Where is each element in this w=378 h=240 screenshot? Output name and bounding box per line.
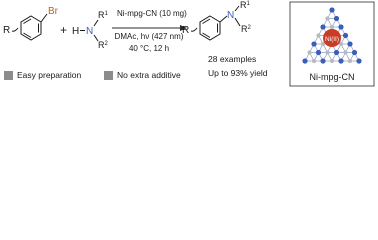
condition-temp-time: 40 °C, 12 h xyxy=(128,44,170,53)
bromine-label: Br xyxy=(48,6,59,17)
product-n-r1-bond xyxy=(234,5,240,12)
n-r1-bond xyxy=(93,19,99,27)
product-r2-label: R2 xyxy=(241,24,252,34)
feature-square-icon xyxy=(4,70,13,80)
amine-r2-label: R2 xyxy=(98,40,109,50)
c-n-bond xyxy=(219,15,228,23)
lattice-atom xyxy=(338,41,344,47)
ni-center-label: Ni(II) xyxy=(325,36,339,43)
amine-n-label: N xyxy=(86,26,93,37)
lattice-atom xyxy=(315,49,322,56)
lattice-atom xyxy=(311,58,317,64)
lattice-atom xyxy=(329,24,335,30)
product-n-r2-bond xyxy=(234,17,241,27)
lattice-atom xyxy=(356,58,362,64)
reaction-scheme: Br R + H N R1 R2 R N R1 R2 Ni(II) xyxy=(3,0,375,87)
product-n-label: N xyxy=(227,10,234,21)
n-r2-bond xyxy=(93,34,99,42)
lattice-atom xyxy=(342,32,349,39)
condition-solvent-light: DMAc, hν (427 nm) xyxy=(114,32,184,41)
catalyst-caption: Ni-mpg-CN xyxy=(309,72,355,82)
amine-h-label: H xyxy=(72,26,79,37)
lattice-atom xyxy=(320,24,326,30)
result-yield: Up to 93% yield xyxy=(208,68,268,78)
feature-label: No extra additive xyxy=(117,70,181,80)
lattice-atom xyxy=(307,50,312,55)
lattice-atom xyxy=(347,58,353,64)
product-structure xyxy=(190,5,241,41)
lattice-atom xyxy=(320,58,326,64)
substituent-bond xyxy=(11,27,19,32)
lattice-atom xyxy=(320,41,326,47)
lattice-atom xyxy=(302,58,308,64)
feature-square-icon xyxy=(104,70,113,80)
lattice-atom xyxy=(325,16,330,21)
lattice-atom xyxy=(347,41,353,47)
lattice-atom xyxy=(333,15,340,22)
lattice-atom xyxy=(338,58,344,64)
lattice-atom xyxy=(316,33,321,38)
aryl-substituent-label: R xyxy=(3,25,10,36)
product-substituent-label: R xyxy=(182,25,189,36)
lattice-atom xyxy=(343,50,348,55)
lattice-atom xyxy=(329,7,335,13)
lattice-atom xyxy=(351,49,358,56)
aryl-bromide-structure xyxy=(11,13,48,41)
lattice-atom xyxy=(329,58,335,64)
lattice-atom xyxy=(338,24,344,30)
lattice-atom xyxy=(311,41,317,47)
arrow-head-icon xyxy=(180,25,187,31)
c-br-bond xyxy=(40,13,48,23)
lattice-atom xyxy=(325,50,330,55)
ni-center xyxy=(323,29,341,47)
feature-label: Easy preparation xyxy=(17,70,82,80)
condition-catalyst: Ni-mpg-CN (10 mg) xyxy=(117,9,187,18)
plus-sign: + xyxy=(60,23,67,37)
product-r1-label: R1 xyxy=(240,0,251,10)
feature-no-extra-additive: No extra additive xyxy=(104,70,181,80)
product-substituent-bond xyxy=(190,27,198,32)
lattice-atom xyxy=(333,49,340,56)
result-examples: 28 examples xyxy=(208,54,257,64)
amine-r1-label: R1 xyxy=(98,10,109,20)
feature-easy-preparation: Easy preparation xyxy=(4,70,81,80)
